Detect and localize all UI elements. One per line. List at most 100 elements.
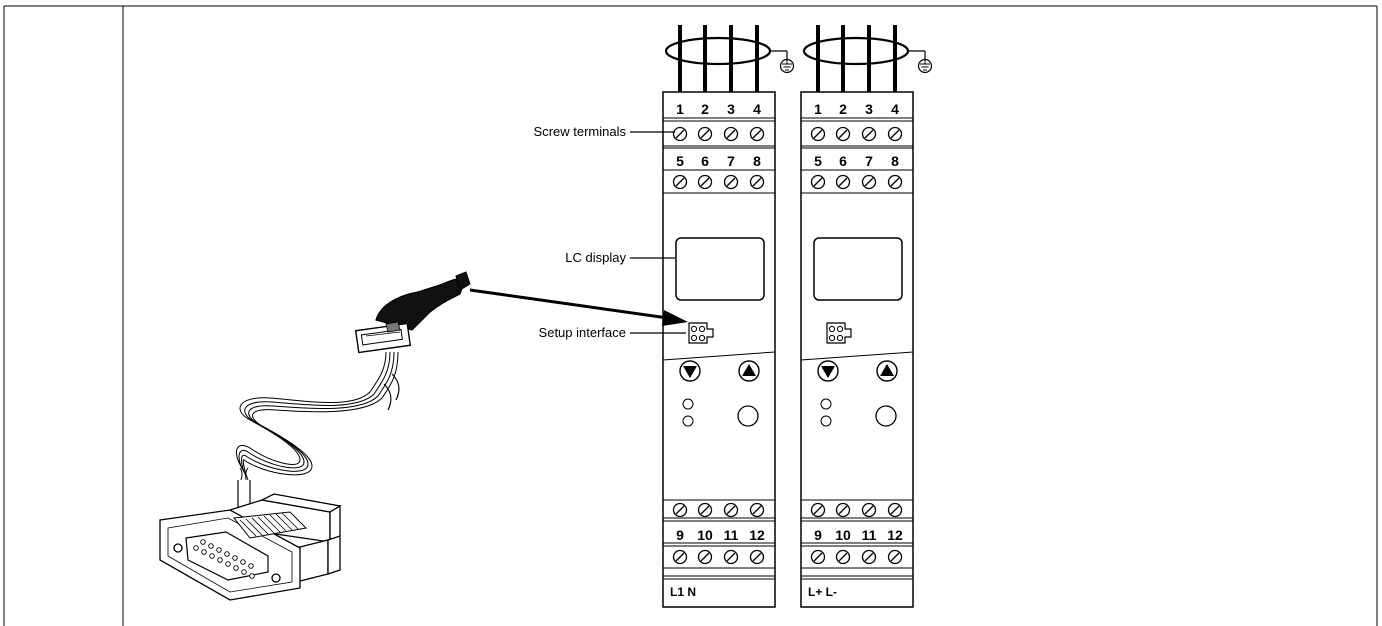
screw-terminal-icon: [723, 126, 739, 142]
screw-row-4: [810, 549, 903, 565]
terminal-number: 8: [753, 153, 761, 169]
cable-bundle: [664, 25, 795, 92]
screw-terminal-icon: [697, 126, 713, 142]
sub-d-connector-icon: [159, 493, 342, 601]
round-button-icon: [737, 405, 759, 427]
setup-cable-plug-icon: [354, 271, 471, 354]
terminal-number: 7: [865, 153, 873, 169]
screw-terminal-icon: [835, 502, 851, 518]
screw-terminal-icon: [672, 126, 688, 142]
screw-terminal-icon: [723, 174, 739, 190]
callout-setup-interface: Setup interface: [539, 325, 626, 340]
terminal-number: 10: [697, 527, 713, 543]
terminal-number: 9: [676, 527, 684, 543]
plug-arrow: [469, 288, 688, 326]
terminal-number: 11: [862, 527, 877, 543]
screw-terminal-icon: [861, 549, 877, 565]
led-icon: [820, 398, 832, 410]
screw-terminal-icon: [723, 549, 739, 565]
screw-terminal-icon: [672, 549, 688, 565]
screw-row-4: [672, 549, 765, 565]
screw-terminal-icon: [723, 502, 739, 518]
ground-icon: [779, 58, 795, 74]
screw-terminal-icon: [861, 174, 877, 190]
screw-terminal-icon: [810, 502, 826, 518]
ground-icon: [917, 58, 933, 74]
panel-divider: [662, 351, 776, 361]
screw-terminal-icon: [861, 126, 877, 142]
screw-row-3: [672, 502, 765, 518]
terminal-number: 12: [749, 527, 765, 543]
callout-lc-display: LC display: [565, 250, 626, 265]
terminal-number: 11: [724, 527, 739, 543]
led-icon: [682, 415, 694, 427]
screw-row-1: [672, 126, 765, 142]
terminal-number: 1: [676, 101, 684, 117]
terminal-number: 9: [814, 527, 822, 543]
screw-terminal-icon: [672, 502, 688, 518]
terminal-number: 2: [701, 101, 709, 117]
terminal-number: 8: [891, 153, 899, 169]
screw-terminal-icon: [835, 126, 851, 142]
screw-terminal-icon: [810, 174, 826, 190]
supply-label: L1 N: [670, 585, 696, 599]
screw-terminal-icon: [697, 502, 713, 518]
screw-terminal-icon: [749, 174, 765, 190]
screw-terminal-icon: [887, 174, 903, 190]
terminal-number: 7: [727, 153, 735, 169]
lc-display-window: [675, 237, 765, 301]
terminal-number: 5: [676, 153, 684, 169]
terminal-number: 4: [753, 101, 761, 117]
up-arrow-button-icon: [876, 360, 898, 382]
callout-screw-terminals: Screw terminals: [534, 124, 627, 139]
terminal-number: 3: [727, 101, 735, 117]
terminal-numbers-mid: 5 6 7 8: [676, 153, 761, 169]
terminal-number: 4: [891, 101, 899, 117]
screw-terminal-icon: [697, 174, 713, 190]
screw-terminal-icon: [697, 549, 713, 565]
screw-terminal-icon: [835, 549, 851, 565]
screw-row-2: [672, 174, 765, 190]
terminal-number: 6: [839, 153, 847, 169]
screw-terminal-icon: [749, 502, 765, 518]
supply-label: L+ L-: [808, 585, 837, 599]
screw-terminal-icon: [887, 126, 903, 142]
setup-connector-icon: [688, 322, 714, 344]
screw-terminal-icon: [810, 549, 826, 565]
screw-row-1: [810, 126, 903, 142]
up-arrow-button-icon: [738, 360, 760, 382]
terminal-numbers-bottom: 9 10 11 12: [814, 527, 903, 543]
screw-terminal-icon: [749, 549, 765, 565]
lc-display-window: [813, 237, 903, 301]
led-icon: [820, 415, 832, 427]
terminal-number: 2: [839, 101, 847, 117]
terminal-number: 12: [887, 527, 903, 543]
cable-bundle: [802, 25, 933, 92]
screw-terminal-icon: [887, 549, 903, 565]
terminal-number: 10: [835, 527, 851, 543]
screw-row-2: [810, 174, 903, 190]
screw-terminal-icon: [749, 126, 765, 142]
terminal-numbers-top: 1 2 3 4: [814, 101, 899, 117]
screw-terminal-icon: [672, 174, 688, 190]
screw-terminal-icon: [861, 502, 877, 518]
screw-row-3: [810, 502, 903, 518]
led-icon: [682, 398, 694, 410]
terminal-number: 6: [701, 153, 709, 169]
panel-divider: [800, 351, 914, 361]
terminal-numbers-bottom: 9 10 11 12: [676, 527, 765, 543]
setup-connector-icon: [826, 322, 852, 344]
terminal-number: 1: [814, 101, 822, 117]
down-arrow-button-icon: [817, 360, 839, 382]
terminal-number: 3: [865, 101, 873, 117]
round-button-icon: [875, 405, 897, 427]
screw-terminal-icon: [835, 174, 851, 190]
setup-cable: [235, 271, 471, 519]
screw-terminal-icon: [887, 502, 903, 518]
terminal-numbers-top: 1 2 3 4: [676, 101, 761, 117]
